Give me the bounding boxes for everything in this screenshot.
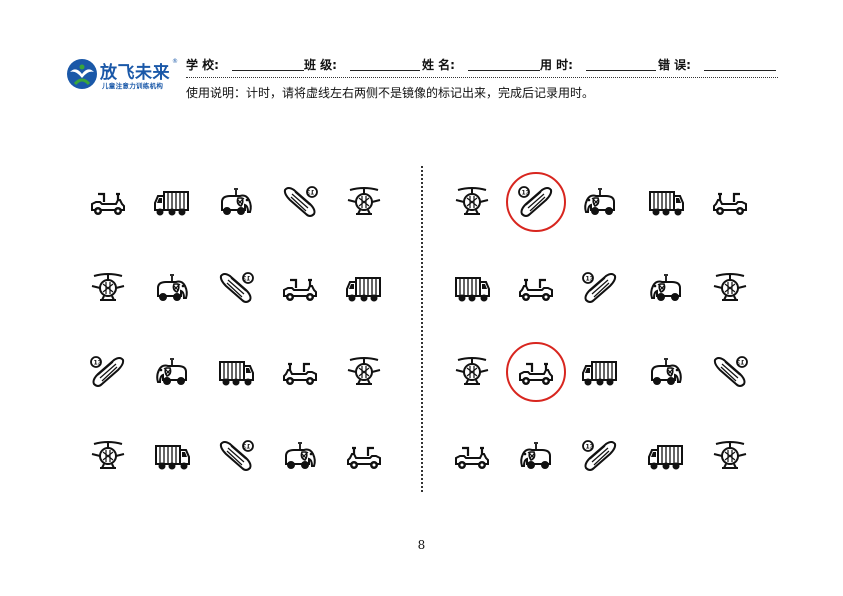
helicopter-icon[interactable] — [86, 434, 130, 478]
school-field[interactable] — [232, 70, 304, 71]
helicopter-icon[interactable] — [342, 350, 386, 394]
truck-icon[interactable] — [450, 266, 494, 310]
elephant-car-icon[interactable] — [644, 266, 688, 310]
elephant-car-icon[interactable] — [578, 180, 622, 224]
truck-icon[interactable] — [578, 350, 622, 394]
brand-logo: 放飞未来 ® 儿童注意力训练机构 — [66, 56, 184, 94]
instructions-text: 使用说明：计时，请将虚线左右两侧不是镜像的标记出来，完成后记录用时。 — [186, 86, 595, 100]
car-icon[interactable] — [708, 180, 752, 224]
elephant-car-icon[interactable] — [150, 266, 194, 310]
rocket-icon[interactable] — [214, 266, 258, 310]
helicopter-icon[interactable] — [450, 350, 494, 394]
rocket-icon[interactable] — [578, 266, 622, 310]
errors-field[interactable] — [704, 70, 776, 71]
header-divider — [186, 77, 778, 78]
name-field[interactable] — [468, 70, 540, 71]
car-icon[interactable] — [514, 350, 558, 394]
bird-emblem-icon — [67, 59, 97, 89]
rocket-icon[interactable] — [86, 350, 130, 394]
rocket-icon[interactable] — [278, 180, 322, 224]
mirror-divider — [421, 166, 423, 492]
car-icon[interactable] — [514, 266, 558, 310]
name-label: 姓 名: — [422, 58, 455, 72]
truck-icon[interactable] — [644, 180, 688, 224]
rocket-icon[interactable] — [214, 434, 258, 478]
elephant-car-icon[interactable] — [214, 180, 258, 224]
page-number: 8 — [417, 538, 426, 552]
time-label: 用 时: — [540, 58, 573, 72]
elephant-car-icon[interactable] — [644, 350, 688, 394]
truck-icon[interactable] — [644, 434, 688, 478]
header-fields: 学 校: 班 级: 姓 名: 用 时: 错 误: — [186, 56, 776, 74]
truck-icon[interactable] — [150, 434, 194, 478]
helicopter-icon[interactable] — [342, 180, 386, 224]
class-label: 班 级: — [304, 58, 337, 72]
helicopter-icon[interactable] — [708, 434, 752, 478]
car-icon[interactable] — [278, 350, 322, 394]
helicopter-icon[interactable] — [450, 180, 494, 224]
errors-label: 错 误: — [658, 58, 691, 72]
brand-subtitle: 儿童注意力训练机构 — [102, 82, 164, 90]
car-icon[interactable] — [278, 266, 322, 310]
brand-name: 放飞未来 — [100, 63, 170, 83]
rocket-icon[interactable] — [708, 350, 752, 394]
truck-icon[interactable] — [214, 350, 258, 394]
helicopter-icon[interactable] — [86, 266, 130, 310]
time-field[interactable] — [586, 70, 656, 71]
elephant-car-icon[interactable] — [514, 434, 558, 478]
class-field[interactable] — [350, 70, 420, 71]
rocket-icon[interactable] — [514, 180, 558, 224]
truck-icon[interactable] — [342, 266, 386, 310]
rocket-icon[interactable] — [578, 434, 622, 478]
truck-icon[interactable] — [150, 180, 194, 224]
registered-mark: ® — [172, 58, 178, 65]
helicopter-icon[interactable] — [708, 266, 752, 310]
elephant-car-icon[interactable] — [278, 434, 322, 478]
school-label: 学 校: — [186, 58, 219, 72]
car-icon[interactable] — [86, 180, 130, 224]
elephant-car-icon[interactable] — [150, 350, 194, 394]
car-icon[interactable] — [342, 434, 386, 478]
car-icon[interactable] — [450, 434, 494, 478]
